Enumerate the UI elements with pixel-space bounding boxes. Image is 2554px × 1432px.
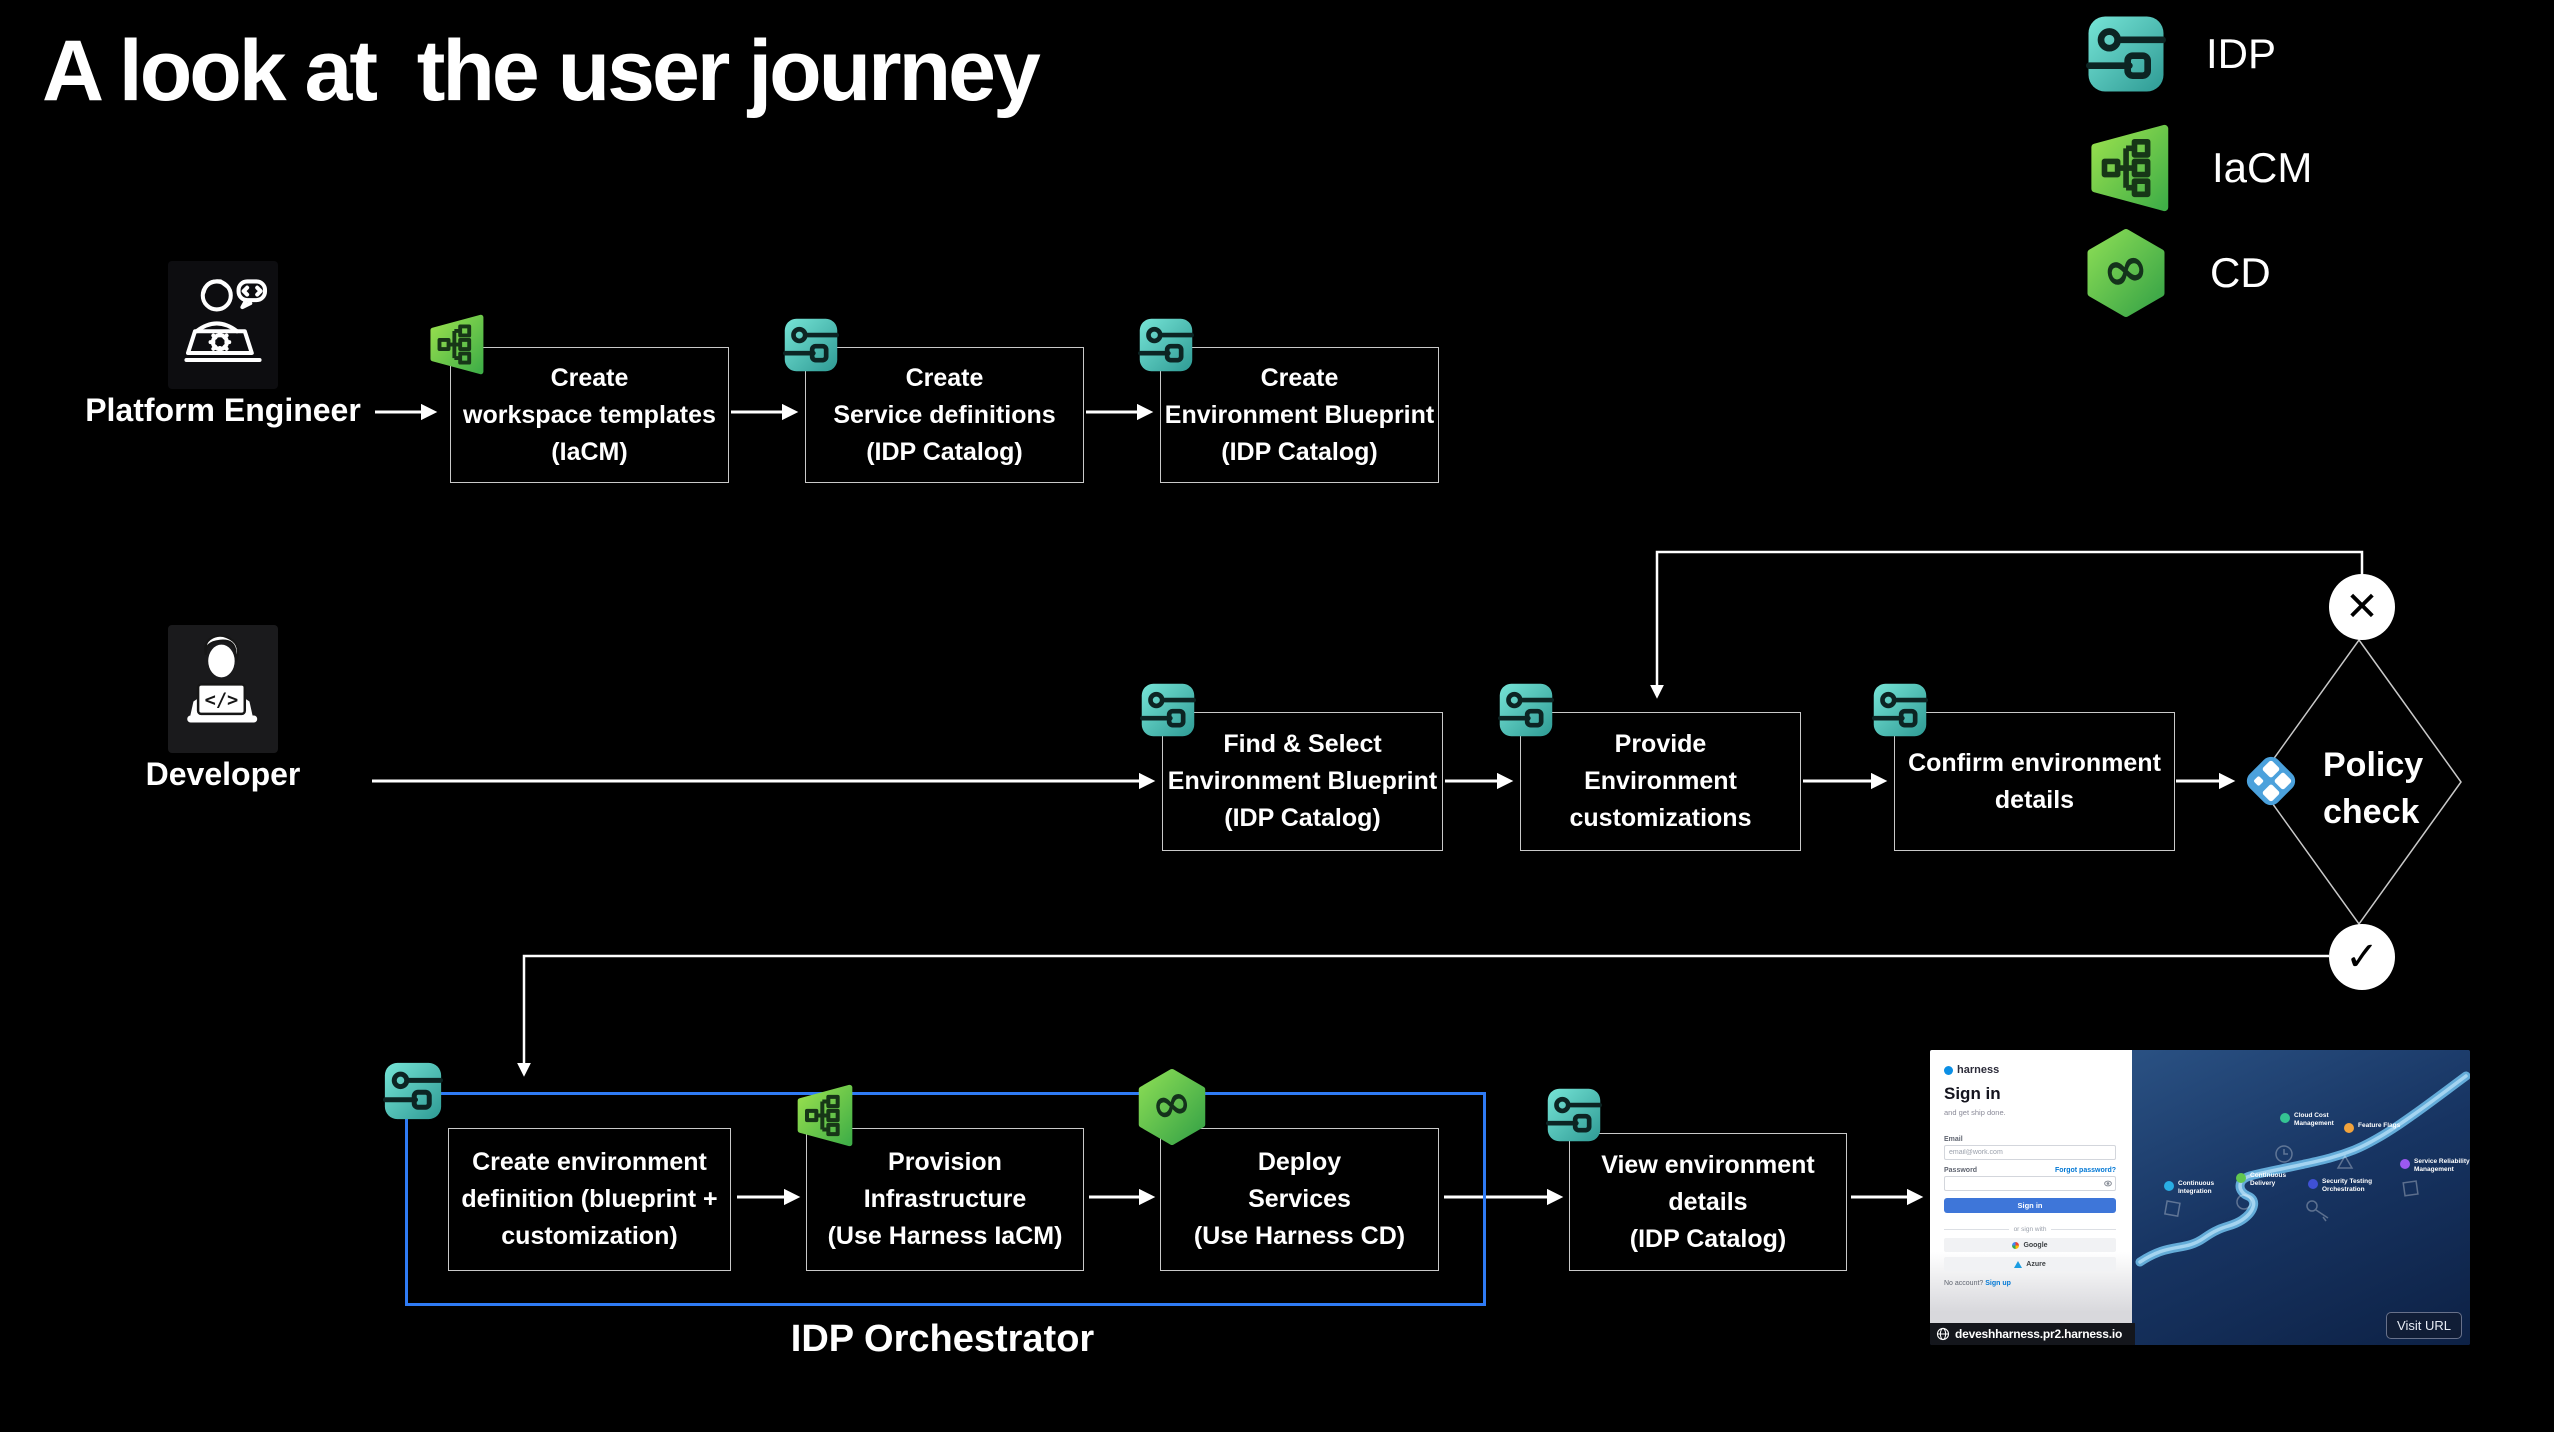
legend-item-iacm: IaCM [2082, 122, 2312, 214]
idp-icon [1546, 1087, 1602, 1143]
sso-divider: or sign with [1944, 1226, 2116, 1233]
idp-icon [2086, 14, 2166, 94]
opa-policy-icon [2241, 751, 2301, 811]
harness-logo: harness [1944, 1064, 1999, 1076]
product-security-testing-orchestration: Security Testing Orchestration [2308, 1178, 2372, 1194]
signin-hero-panel: Cloud Cost Management Feature Flags Cont… [2132, 1050, 2470, 1345]
idp-icon [783, 317, 839, 373]
idp-orchestrator-container [405, 1092, 1486, 1306]
signin-button[interactable]: Sign in [1944, 1198, 2116, 1213]
legend-label-cd: CD [2210, 249, 2271, 296]
policy-check-label: Policy check [2323, 746, 2424, 831]
show-password-eye-icon[interactable] [2104, 1180, 2112, 1187]
harness-logo-icon [1944, 1065, 1953, 1075]
idp-orchestrator-label: IDP Orchestrator [790, 1318, 1095, 1360]
step-create-workspace-templates: Create workspace templates (IaCM) [450, 347, 729, 483]
instance-url: deveshharness.pr2.harness.io [1955, 1327, 2123, 1341]
password-label: Password [1944, 1167, 1978, 1174]
product-continuous-integration: Continuous Integration [2164, 1180, 2214, 1196]
step-create-environment-blueprint: Create Environment Blueprint (IDP Catalo… [1160, 347, 1439, 483]
security-testing-orchestration-icon [2308, 1179, 2318, 1189]
azure-signin-button[interactable]: Azure [1944, 1257, 2116, 1271]
idp-icon [1140, 682, 1196, 738]
idp-icon [1138, 317, 1194, 373]
password-field[interactable] [1944, 1176, 2116, 1191]
signin-heading: Sign in [1944, 1084, 2001, 1103]
signin-panel: harness Sign in and get ship done. Email… [1930, 1050, 2132, 1323]
signup-link[interactable]: Sign up [1985, 1280, 2011, 1287]
iacm-icon [424, 313, 486, 376]
product-service-reliability-management: Service Reliability Management [2400, 1158, 2470, 1174]
legend-label-iacm: IaCM [2212, 144, 2313, 191]
url-bar: deveshharness.pr2.harness.io [1930, 1323, 2135, 1345]
email-field[interactable] [1944, 1145, 2116, 1160]
no-account-text: No account? Sign up [1944, 1280, 2011, 1287]
cd-icon [2082, 228, 2170, 318]
step-provide-customizations: Provide Environment customizations [1520, 712, 1801, 851]
step-provision-infrastructure: Provision Infrastructure (Use Harness Ia… [806, 1128, 1084, 1271]
platform-engineer-label: Platform Engineer [85, 392, 361, 428]
developer-icon [168, 625, 278, 753]
legend-label-idp: IDP [2206, 30, 2277, 77]
platform-engineer-icon [168, 261, 278, 389]
continuous-integration-icon [2164, 1181, 2174, 1191]
legend-item-idp: IDP [2086, 14, 2276, 94]
step-deploy-services: Deploy Services (Use Harness CD) [1160, 1128, 1439, 1271]
google-icon [2012, 1241, 2020, 1249]
check-glyph: ✓ [2345, 935, 2379, 979]
service-reliability-management-icon [2400, 1159, 2410, 1169]
harness-signin-screenshot: Cloud Cost Management Feature Flags Cont… [1930, 1050, 2470, 1345]
feature-flags-icon [2344, 1123, 2354, 1133]
page-title: A look at the user journey [42, 23, 1041, 119]
iacm-icon [791, 1083, 855, 1148]
signin-subheading: and get ship done. [1944, 1108, 2006, 1117]
idp-icon [383, 1061, 443, 1121]
step-create-service-definitions: Create Service definitions (IDP Catalog) [805, 347, 1084, 483]
x-glyph: ✕ [2345, 585, 2379, 629]
step-confirm-environment-details: Confirm environment details [1894, 712, 2175, 851]
idp-icon [1872, 682, 1928, 738]
idp-icon [1498, 682, 1554, 738]
legend-item-cd: CD [2082, 228, 2271, 318]
step-view-environment-details: View environment details (IDP Catalog) [1569, 1133, 1847, 1271]
forgot-password-link[interactable]: Forgot password? [2054, 1167, 2116, 1174]
cd-icon [1134, 1068, 1210, 1146]
cloud-cost-management-icon [2280, 1113, 2290, 1123]
continuous-delivery-icon [2236, 1173, 2246, 1183]
policy-pass-icon: ✓ [2329, 924, 2395, 990]
step-find-select-blueprint: Find & Select Environment Blueprint (IDP… [1162, 712, 1443, 851]
globe-icon [1936, 1327, 1950, 1341]
email-label: Email [1944, 1136, 1963, 1143]
product-continuous-delivery: Continuous Delivery [2236, 1172, 2286, 1188]
visit-url-button[interactable]: Visit URL [2386, 1312, 2462, 1339]
product-feature-flags: Feature Flags [2344, 1122, 2400, 1133]
developer-label: Developer [145, 756, 301, 792]
google-signin-button[interactable]: Google [1944, 1238, 2116, 1252]
azure-icon [2014, 1260, 2023, 1268]
step-create-environment-definition: Create environment definition (blueprint… [448, 1128, 731, 1271]
policy-fail-icon: ✕ [2329, 574, 2395, 640]
product-cloud-cost-management: Cloud Cost Management [2280, 1112, 2334, 1128]
iacm-icon [2082, 122, 2172, 214]
